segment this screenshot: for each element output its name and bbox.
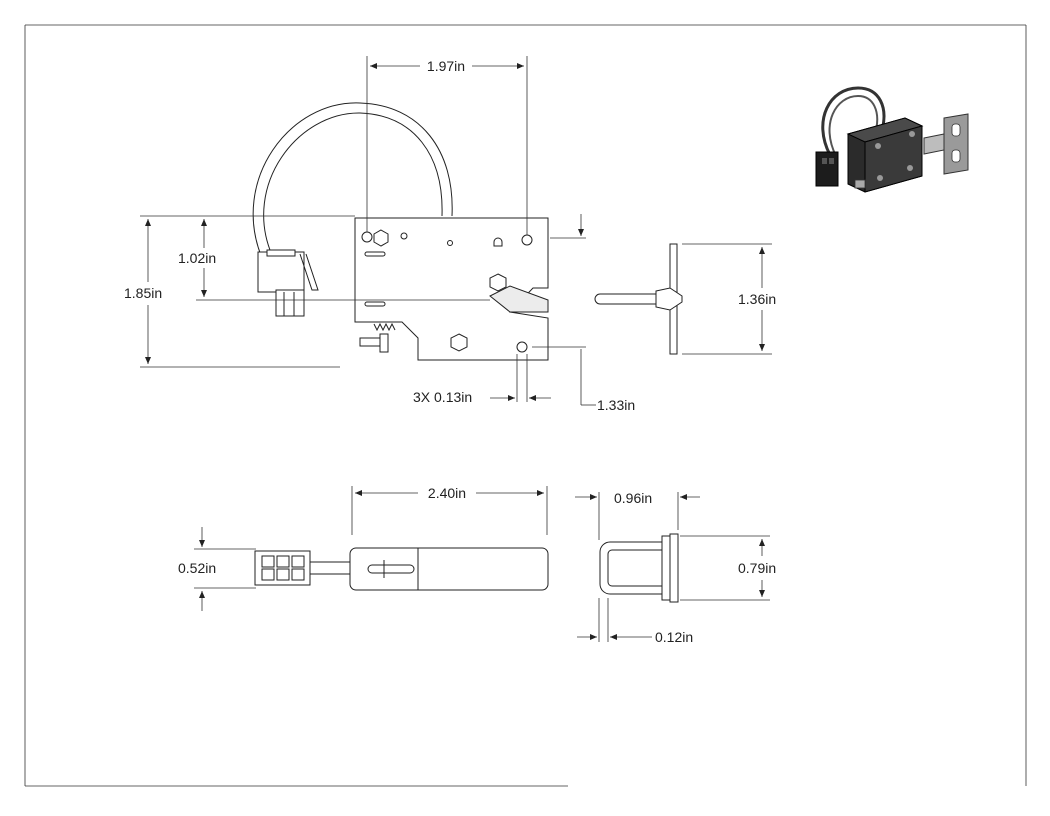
pin-cell [276,568,290,581]
pin-cell [291,568,305,581]
dim-overall-height: 1.85in [124,285,162,301]
small-hole [400,232,408,240]
latch-front-view [252,102,549,361]
dim-plate-thickness: 0.12in [655,629,693,645]
hex-nut [489,273,507,292]
dim-connector-offset: 1.02in [178,250,216,266]
front-view-dimensions [140,56,596,406]
dim-strike-height: 1.36in [738,291,776,307]
mount-hole [521,234,533,246]
dim-hole-diameter: 3X 0.13in [413,389,472,405]
slot-top [367,564,415,574]
strike-side-view [594,243,772,355]
small-hole [447,240,453,246]
latch-body [354,217,549,361]
slot [364,251,386,257]
hex-nut [450,333,468,352]
mount-hole [361,231,373,243]
latch-3d-render [815,86,969,193]
render-strike [943,113,969,175]
connector-housing [257,251,305,293]
strike-pin [594,293,661,305]
slot [364,301,386,307]
render-connector [815,151,839,187]
latch-top-view [194,486,549,611]
strike-flange [661,535,671,601]
d-hole [493,237,503,247]
plunger-cap [379,333,389,353]
strike-top-view [575,492,770,642]
strike-flange [669,533,679,603]
pin-cell [276,555,290,568]
strike-bracket [655,287,683,311]
dimension-labels: 1.97in 1.02in 1.85in 1.36in 3X 0.13in 1.… [124,58,776,645]
mount-hole [516,341,528,353]
connector-latch [266,249,296,257]
dim-strike-depth: 0.96in [614,490,652,506]
bolt-slot [489,285,549,313]
pin-cell [261,568,275,581]
wire-bundle [309,561,351,575]
dim-connector-width: 0.52in [178,560,216,576]
dim-hole-spacing: 1.33in [597,397,635,413]
spring [373,322,396,332]
connector-plug [275,289,305,317]
dim-body-length: 2.40in [428,485,466,501]
hex-nut [373,229,389,247]
dim-top-width: 1.97in [427,58,465,74]
pin-cell [261,555,275,568]
pin-cell [291,555,305,568]
drawing-border [24,24,1027,787]
dim-strike-width: 0.79in [738,560,776,576]
strike-loop [599,541,663,595]
